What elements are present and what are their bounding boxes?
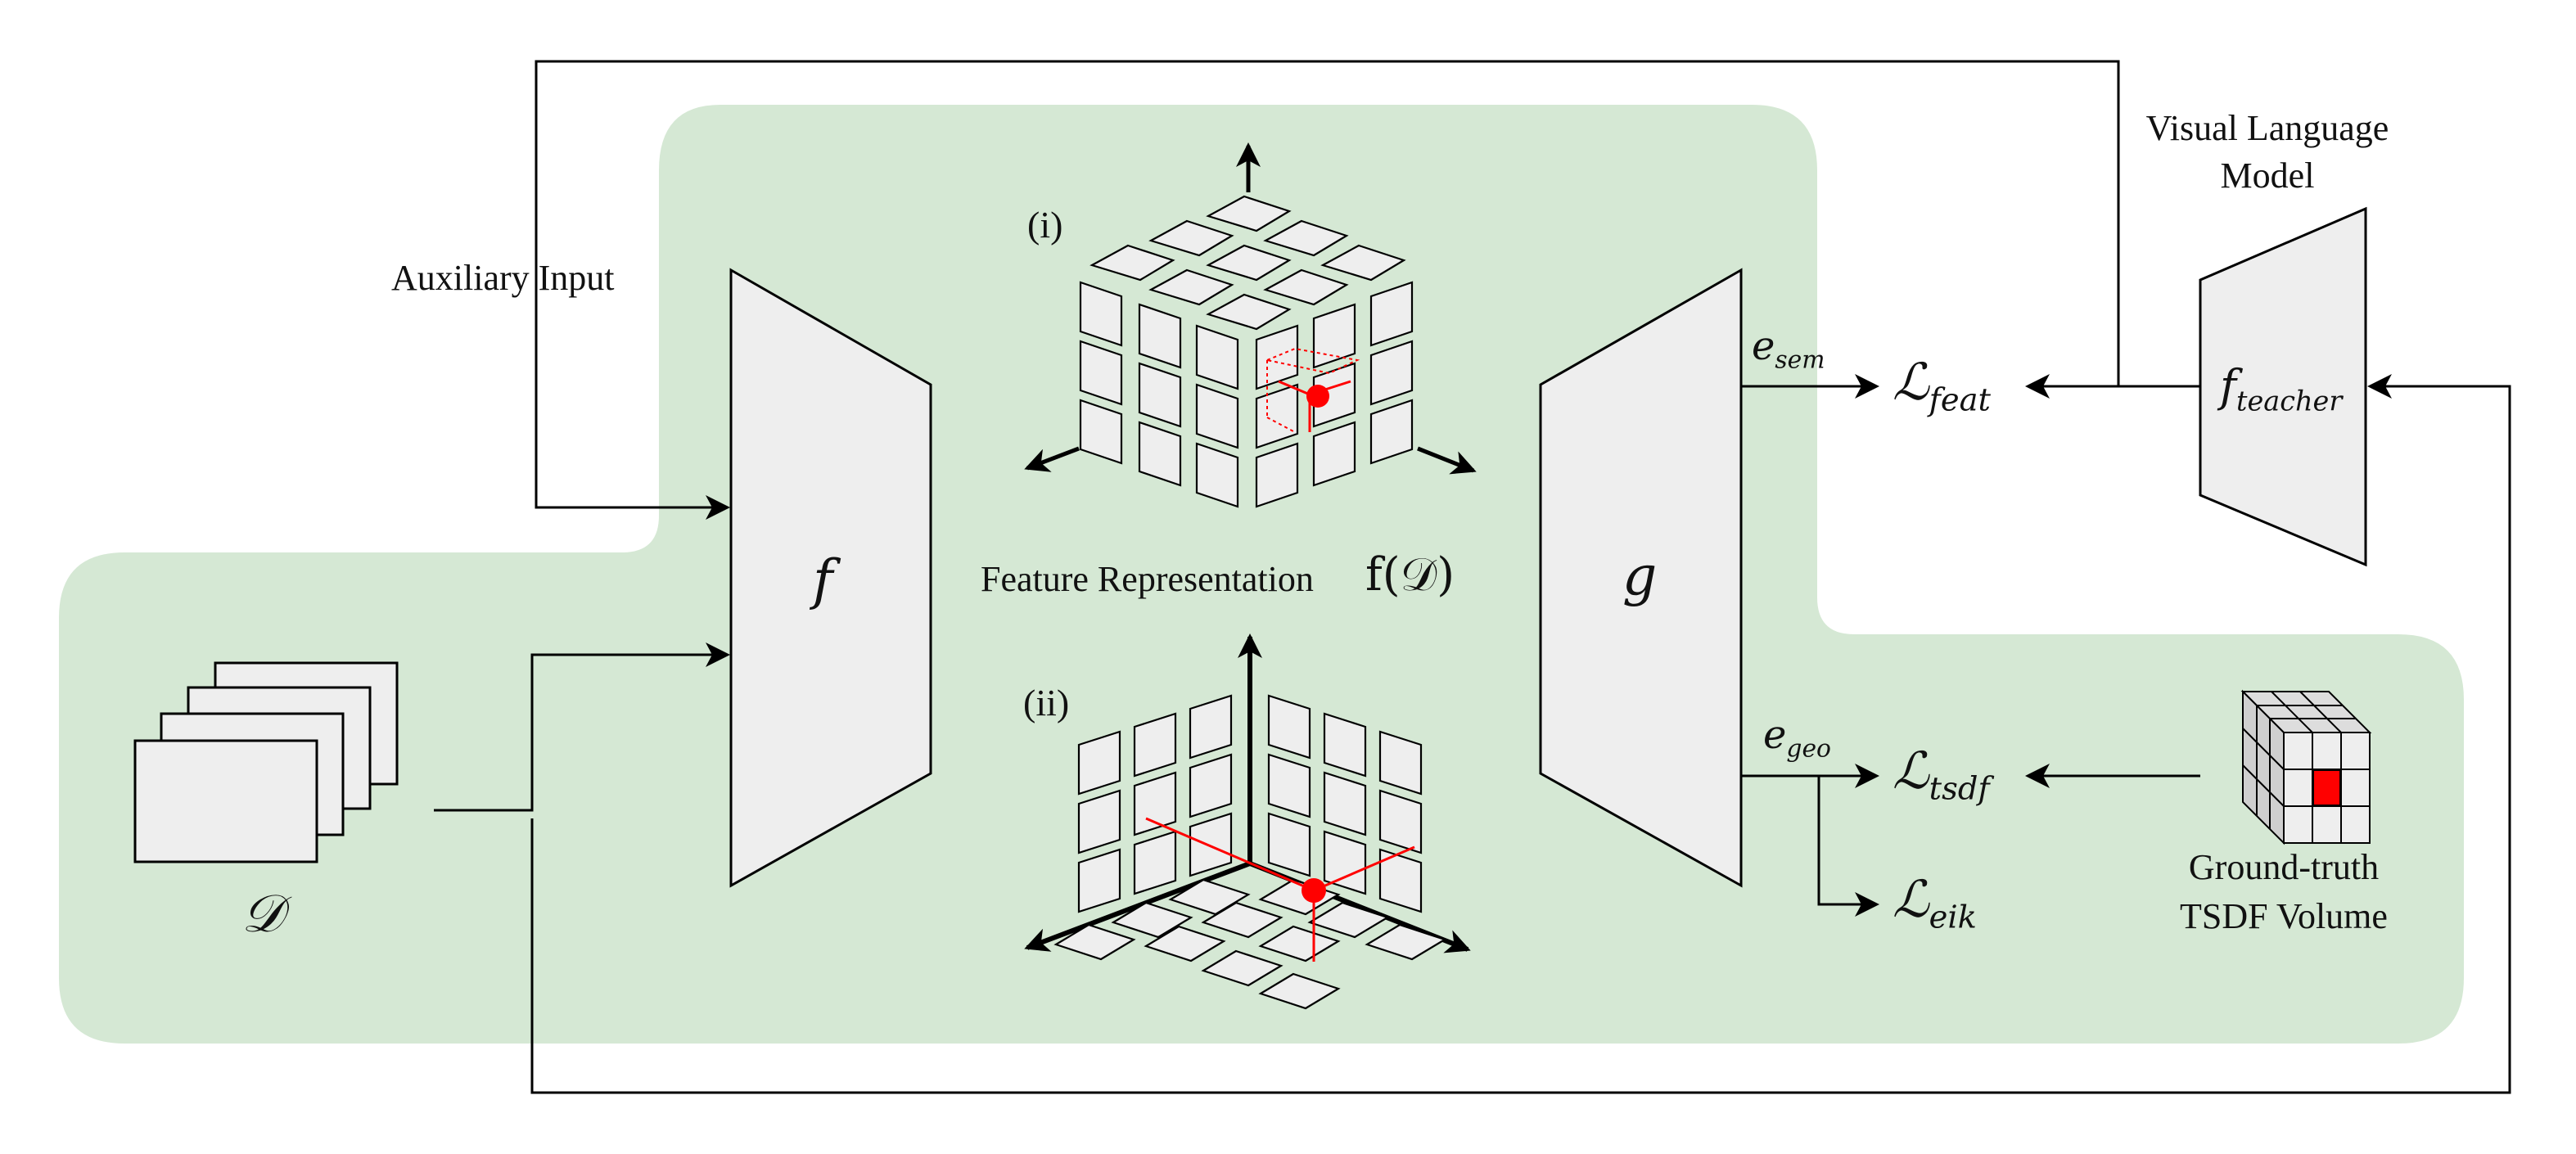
triplane-representation	[1024, 633, 1471, 1010]
loss-feat-base: ℒ	[1893, 352, 1929, 412]
feature-representation-symbol: f(𝒟)	[1365, 548, 1455, 602]
dataset-symbol: 𝒟	[241, 884, 284, 944]
ground-truth-line1: Ground-truth	[2188, 847, 2380, 887]
e-sem-label: esem	[1752, 323, 1825, 374]
decoder-block	[1539, 268, 1743, 888]
feature-representation-label: Feature Representation	[981, 559, 1314, 599]
auxiliary-input-label: Auxiliary Input	[391, 258, 615, 298]
e-geo-sub: geo	[1786, 734, 1831, 764]
encoder-symbol: f	[813, 548, 833, 611]
loss-eik-base: ℒ	[1893, 869, 1929, 929]
ground-truth-line2: TSDF Volume	[2180, 896, 2388, 936]
loss-eik-sub: eik	[1929, 899, 1977, 936]
highlighted-voxel	[2312, 769, 2341, 806]
loss-feat-sub: feat	[1929, 381, 1991, 419]
cube-ii-axis-left	[1024, 861, 1252, 952]
e-sem-sub: sem	[1775, 345, 1825, 375]
panel-ii-label: (ii)	[1023, 682, 1070, 724]
teacher-block	[2199, 206, 2367, 567]
ground-truth-label: Ground-truth TSDF Volume	[2153, 843, 2415, 941]
voxel-grid-cube	[1024, 142, 1477, 508]
loss-tsdf-base: ℒ	[1893, 741, 1929, 800]
dataset-frames	[133, 661, 399, 863]
cube-i-axis-left	[1024, 446, 1080, 472]
auxiliary-input-line	[535, 60, 2120, 386]
cube-ii-sample-point	[1302, 878, 1326, 903]
loss-tsdf-label: ℒtsdf	[1893, 741, 1990, 807]
decoder-symbol: g	[1622, 544, 1658, 607]
e-geo-to-eik-arrow	[1817, 776, 1879, 917]
cube-i-axis-right	[1417, 446, 1477, 475]
loss-eik-label: ℒeik	[1893, 869, 1977, 935]
e-geo-label: egeo	[1763, 712, 1831, 763]
loss-feat-label: ℒfeat	[1893, 352, 1991, 418]
cube-i-sample-point	[1306, 385, 1329, 408]
encoder-block	[729, 268, 932, 888]
e-sem-base: e	[1752, 323, 1775, 369]
model-region-background	[59, 105, 2464, 1044]
teacher-symbol-base: f	[2220, 360, 2236, 412]
teacher-symbol-sub: teacher	[2236, 385, 2343, 417]
dataset-to-encoder-arrow	[434, 642, 730, 812]
ground-truth-volume	[2240, 689, 2372, 845]
auxiliary-input-arrow	[535, 315, 730, 520]
vlm-label: Visual Language Model	[2128, 105, 2407, 200]
loss-tsdf-sub: tsdf	[1929, 770, 1990, 808]
teacher-symbol: fteacher	[2220, 360, 2342, 417]
panel-i-label: (i)	[1027, 204, 1063, 246]
vlm-label-line2: Model	[2220, 156, 2315, 196]
e-geo-base: e	[1763, 712, 1787, 758]
dataset-to-teacher-line	[530, 374, 2511, 1094]
vlm-label-line1: Visual Language	[2145, 108, 2389, 148]
